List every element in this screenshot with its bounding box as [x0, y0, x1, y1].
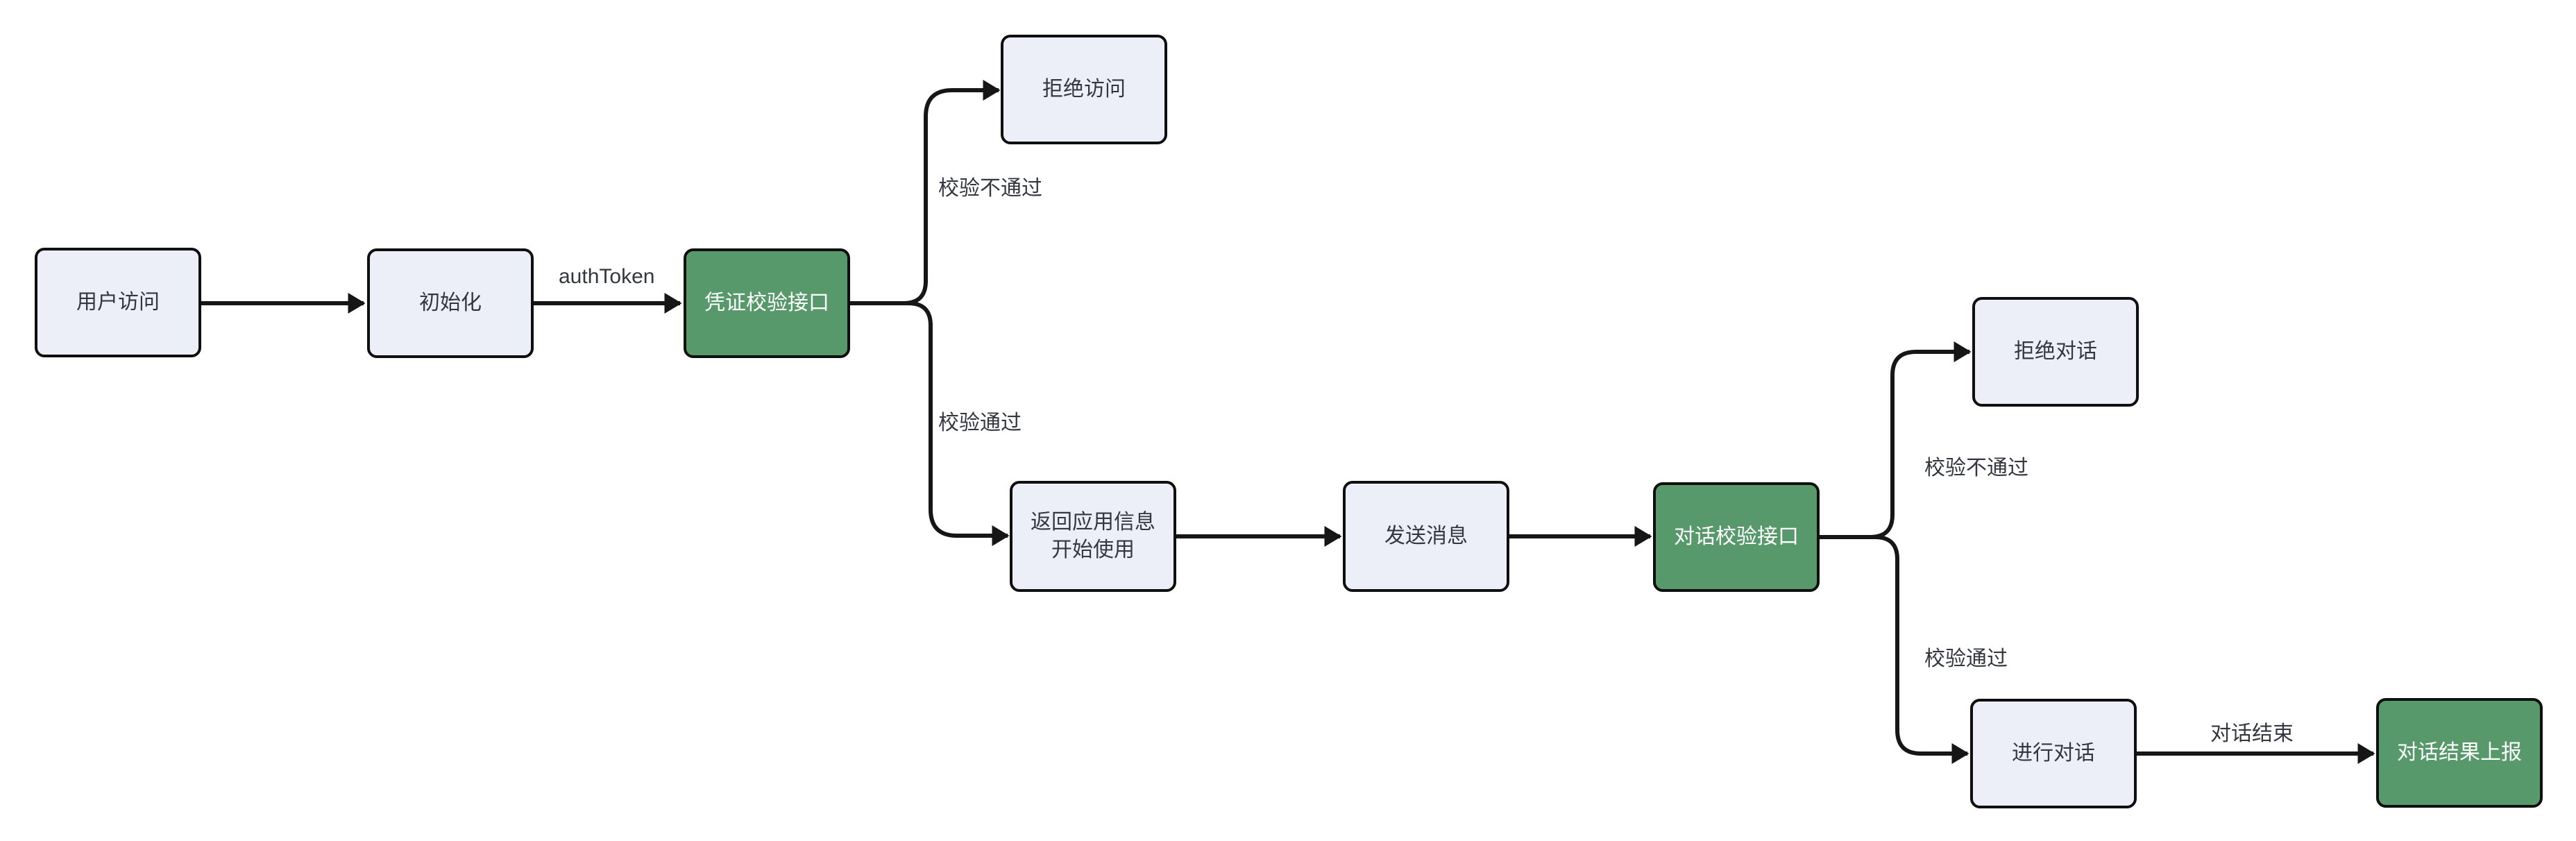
edge-label-credential-check-passed: 校验通过 [938, 411, 1022, 434]
node-credential-check-api: 凭证校验接口 [684, 248, 850, 358]
node-send-message: 发送消息 [1343, 481, 1509, 592]
node-dialog-check-api: 对话校验接口 [1653, 482, 1820, 592]
edge-label-dialog-check-failed: 校验不通过 [1924, 457, 2028, 479]
node-deny-dialog: 拒绝对话 [1972, 297, 2139, 407]
node-dialog-result-report: 对话结果上报 [2376, 698, 2543, 808]
edge-dialog-check-to-deny-dialog [1820, 341, 1972, 539]
node-init: 初始化 [367, 248, 534, 358]
edge-label-credential-check-failed: 校验不通过 [938, 177, 1042, 200]
edge-dialog-check-to-do-dialog [1820, 535, 1969, 764]
node-user-access: 用户访问 [35, 248, 201, 357]
edge-label-dialog-ended: 对话结束 [2210, 722, 2294, 745]
edge-label-auth-token: authToken [559, 265, 655, 288]
node-deny-access: 拒绝访问 [1001, 35, 1167, 144]
edge-label-dialog-check-passed: 校验通过 [1924, 647, 2008, 670]
edge-credential-check-to-return-app-info [850, 301, 1010, 546]
node-do-dialog: 进行对话 [1970, 699, 2137, 808]
node-return-app-info: 返回应用信息 开始使用 [1010, 481, 1176, 592]
